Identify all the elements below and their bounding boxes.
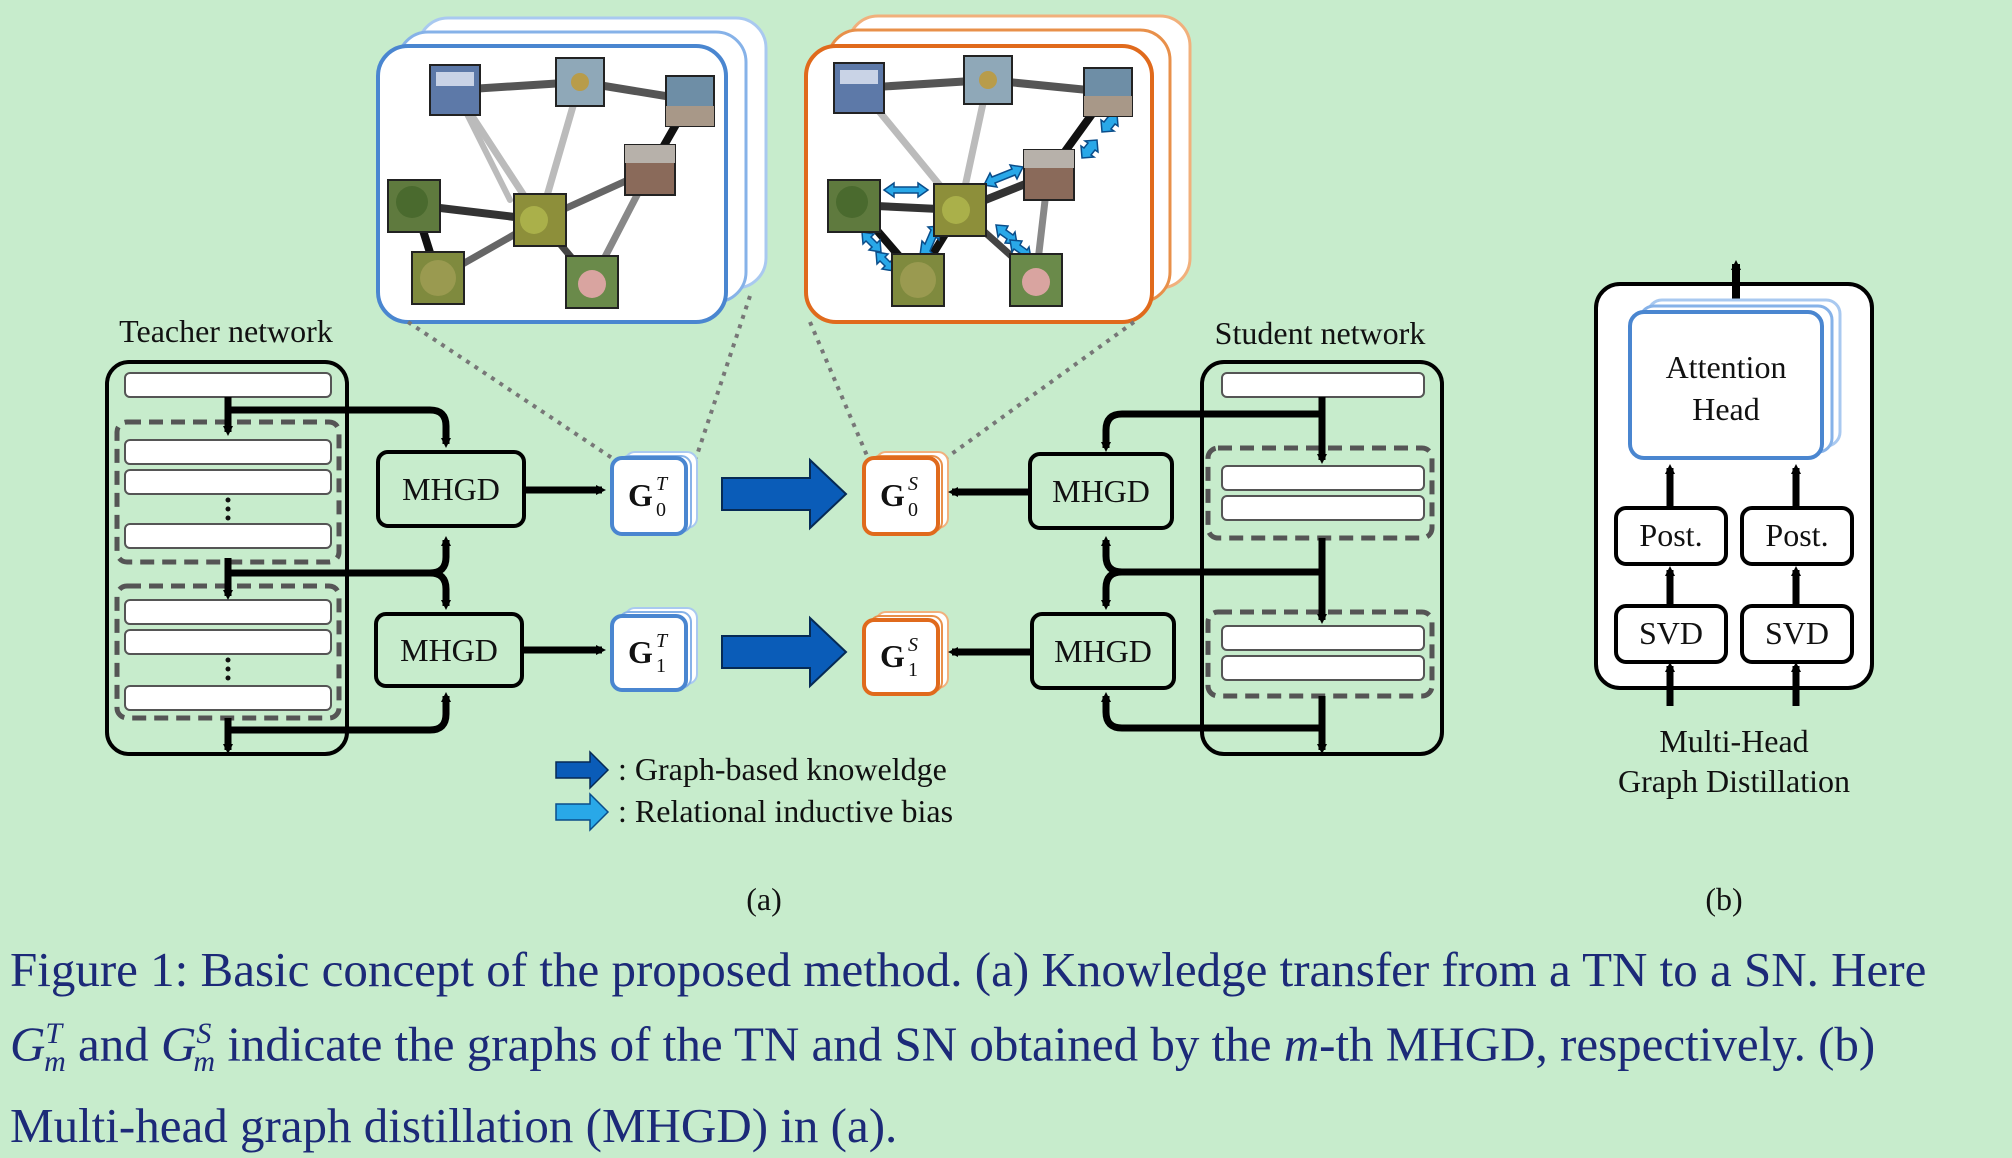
mhgd-caption-line1: Multi-Head — [1659, 723, 1808, 759]
svd-box-left: SVD — [1614, 604, 1728, 664]
svg-text:S: S — [908, 634, 918, 656]
svg-text:T: T — [656, 473, 669, 495]
panel-label-b: (b) — [1705, 881, 1742, 917]
legend-light-arrow — [555, 792, 610, 832]
figure-caption: Figure 1: Basic concept of the proposed … — [10, 938, 1960, 1158]
svg-text:1: 1 — [656, 655, 666, 677]
svg-text:SVD: SVD — [1639, 615, 1703, 651]
attention-head — [1628, 310, 1824, 460]
mhgd-detail: Attention Head Post. Post. SVD SVD — [1594, 260, 1874, 706]
teacher-graph-g0: G T 0 — [610, 451, 698, 536]
student-network — [1200, 360, 1444, 756]
caption-m: m — [1283, 1016, 1320, 1072]
caption-prefix: Figure 1: — [10, 942, 189, 997]
student-flow-arrows — [1101, 397, 1327, 754]
svd-box-right: SVD — [1740, 604, 1854, 664]
legend-dark-arrow — [555, 750, 610, 790]
caption-sub-m-2: m — [193, 1045, 216, 1079]
panel-label-a: (a) — [746, 881, 782, 917]
caption-sup-t: T — [45, 1017, 63, 1050]
caption-sup-s: S — [196, 1017, 212, 1050]
teacher-network-label: Teacher network — [119, 313, 333, 349]
student-mhgd-0: MHGD — [1028, 452, 1174, 530]
svg-text:G: G — [628, 477, 653, 513]
svg-text:Post.: Post. — [1765, 517, 1828, 553]
caption-g-student: G — [161, 1016, 197, 1072]
svg-text:0: 0 — [656, 499, 666, 521]
svg-text:G: G — [880, 638, 905, 674]
svg-text:G: G — [628, 634, 653, 670]
svg-text:1: 1 — [908, 659, 918, 681]
svg-text:MHGD: MHGD — [1054, 633, 1152, 669]
student-graph-panel — [804, 14, 1192, 324]
student-network-label: Student network — [1215, 315, 1426, 351]
svg-text:SVD: SVD — [1765, 615, 1829, 651]
svg-text:Head: Head — [1692, 391, 1760, 427]
teacher-flow-arrows — [223, 397, 451, 754]
teacher-graph-g1: G T 1 — [610, 607, 698, 692]
svg-text:MHGD: MHGD — [402, 471, 500, 507]
svg-text:Post.: Post. — [1639, 517, 1702, 553]
zoom-lines — [406, 295, 1136, 460]
caption-sub-m-1: m — [44, 1045, 66, 1079]
mhgd-caption-line2: Graph Distillation — [1618, 763, 1850, 799]
knowledge-arrows — [721, 457, 848, 689]
caption-text-2: indicate the graphs of the TN and SN obt… — [215, 1016, 1284, 1072]
teacher-graph-panel — [376, 16, 768, 324]
svg-text:MHGD: MHGD — [400, 632, 498, 668]
legend-graph-knowledge: : Graph-based knoweldge — [618, 751, 947, 787]
teacher-mhgd-0: MHGD — [376, 450, 526, 528]
post-box-right: Post. — [1740, 506, 1854, 566]
svg-text:G: G — [880, 477, 905, 513]
caption-g-teacher: G — [10, 1016, 46, 1072]
student-mhgd-1: MHGD — [1030, 612, 1176, 690]
legend: : Graph-based knoweldge : Relational ind… — [555, 750, 953, 832]
svg-text:S: S — [908, 473, 918, 495]
caption-text-1: Basic concept of the proposed method. (a… — [188, 942, 1927, 997]
post-box-left: Post. — [1614, 506, 1728, 566]
svg-text:Attention: Attention — [1666, 349, 1787, 385]
figure-diagram: Teacher network MHGD MHGD — [105, 14, 1874, 917]
teacher-mhgd-1: MHGD — [374, 612, 524, 688]
svg-text:T: T — [656, 630, 669, 652]
svg-text:MHGD: MHGD — [1052, 473, 1150, 509]
student-graph-g0: G S 0 — [862, 451, 949, 536]
caption-and: and — [65, 1016, 161, 1072]
student-graph-g1: G S 1 — [862, 611, 949, 696]
svg-text:0: 0 — [908, 499, 918, 521]
legend-relational-bias: : Relational inductive bias — [618, 793, 953, 829]
